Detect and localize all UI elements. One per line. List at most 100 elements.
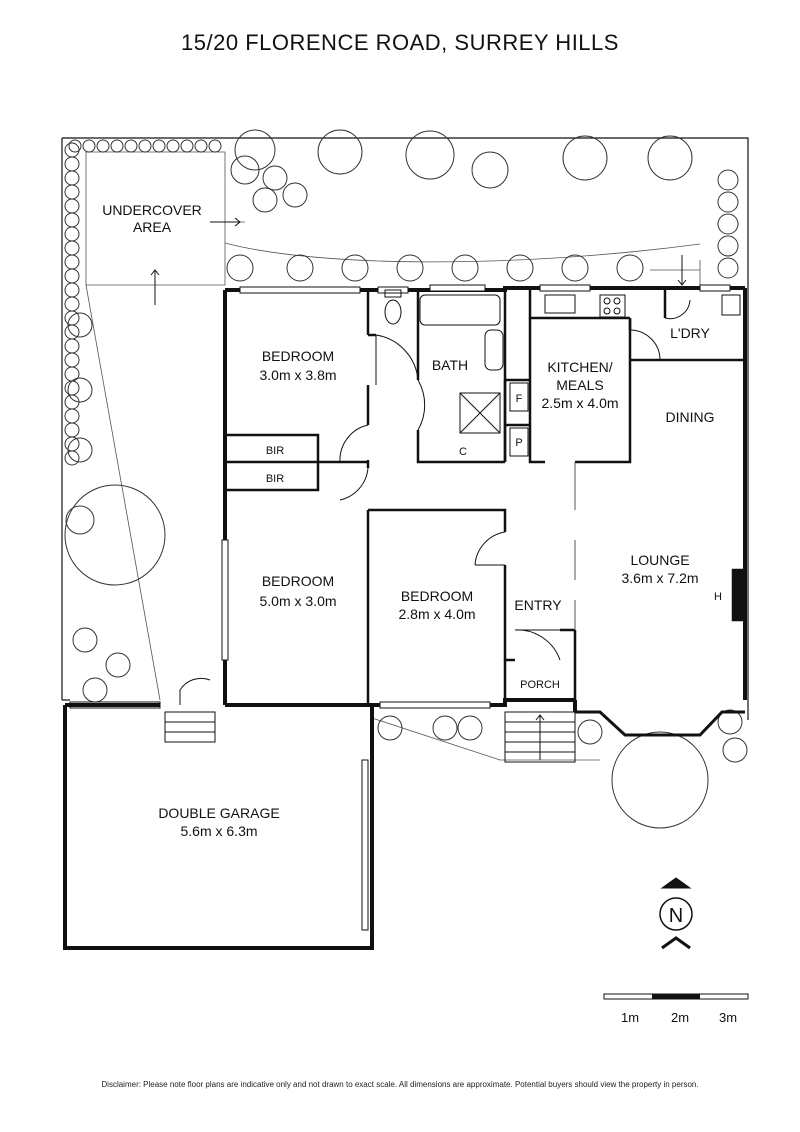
shrub bbox=[64, 380, 80, 396]
laundry-label: L'DRY bbox=[670, 325, 710, 341]
tree bbox=[647, 135, 693, 181]
shrub bbox=[124, 139, 138, 153]
shrub bbox=[64, 156, 80, 172]
shrub bbox=[717, 213, 739, 235]
shrub bbox=[64, 142, 80, 158]
shrub bbox=[717, 235, 739, 257]
tree bbox=[506, 254, 534, 282]
laundry-tub bbox=[721, 294, 741, 316]
tree bbox=[561, 254, 589, 282]
shrub bbox=[64, 212, 80, 228]
tree bbox=[611, 731, 709, 829]
toilet bbox=[384, 299, 402, 325]
bedroom1-name: BEDROOM bbox=[262, 348, 334, 364]
bedroom2-size: 5.0m x 3.0m bbox=[259, 593, 336, 609]
tree bbox=[67, 377, 93, 403]
tree bbox=[722, 737, 748, 763]
lounge-name: LOUNGE bbox=[630, 552, 689, 568]
compass: N bbox=[659, 877, 693, 950]
tree bbox=[286, 254, 314, 282]
shrub bbox=[64, 268, 80, 284]
shrub bbox=[64, 198, 80, 214]
interior-walls bbox=[225, 288, 747, 705]
tree bbox=[577, 719, 603, 745]
shrub bbox=[64, 226, 80, 242]
shrub bbox=[82, 139, 96, 153]
tree bbox=[405, 130, 455, 180]
tree bbox=[341, 254, 369, 282]
tree bbox=[67, 312, 93, 338]
shrub bbox=[96, 139, 110, 153]
shrub bbox=[64, 240, 80, 256]
compass-north-label: N bbox=[669, 905, 683, 927]
tree bbox=[230, 155, 260, 185]
tree bbox=[226, 254, 254, 282]
undercover-label-2: AREA bbox=[133, 219, 172, 235]
tree bbox=[234, 129, 276, 171]
undercover-label-1: UNDERCOVER bbox=[102, 202, 202, 218]
garage-door bbox=[361, 759, 369, 931]
porch-steps bbox=[164, 711, 576, 763]
shrub bbox=[208, 139, 222, 153]
scale-1m: 1m bbox=[621, 1010, 639, 1025]
disclaimer: Disclaimer: Please note floor plans are … bbox=[101, 1080, 699, 1089]
shrub-row-left bbox=[64, 139, 222, 466]
bathtub bbox=[419, 294, 501, 326]
fixtures bbox=[384, 289, 741, 457]
shrub-row-right bbox=[717, 169, 739, 279]
fridge-label: F bbox=[516, 393, 523, 405]
tree bbox=[377, 715, 403, 741]
kitchen-name1: KITCHEN/ bbox=[547, 359, 612, 375]
bedroom2-name: BEDROOM bbox=[262, 573, 334, 589]
shrub bbox=[194, 139, 208, 153]
room-labels: UNDERCOVER AREA BEDROOM 3.0m x 3.8m BATH… bbox=[102, 202, 722, 839]
shrub bbox=[152, 139, 166, 153]
shrub bbox=[64, 436, 80, 452]
bedroom3-size: 2.8m x 4.0m bbox=[398, 606, 475, 622]
cooktop bbox=[599, 294, 626, 318]
shrub bbox=[64, 282, 80, 298]
shrub bbox=[68, 139, 82, 153]
shrub bbox=[717, 257, 739, 279]
tree bbox=[451, 254, 479, 282]
shrub bbox=[64, 296, 80, 312]
entry-label: ENTRY bbox=[514, 597, 562, 613]
vanity bbox=[484, 329, 504, 371]
tree bbox=[82, 677, 108, 703]
shrub bbox=[64, 352, 80, 368]
shrub bbox=[166, 139, 180, 153]
tree bbox=[252, 187, 278, 213]
scale-2m: 2m bbox=[671, 1010, 689, 1025]
garage-size: 5.6m x 6.3m bbox=[180, 823, 257, 839]
heater-label: H bbox=[714, 591, 722, 603]
tree bbox=[282, 182, 308, 208]
sink bbox=[544, 294, 576, 314]
shrub bbox=[64, 184, 80, 200]
bedroom1-size: 3.0m x 3.8m bbox=[259, 367, 336, 383]
plan-title: 15/20 FLORENCE ROAD, SURREY HILLS bbox=[181, 30, 619, 55]
tree bbox=[72, 627, 98, 653]
door-swings bbox=[179, 299, 691, 705]
shrub bbox=[64, 408, 80, 424]
tree bbox=[471, 151, 509, 189]
shrub bbox=[64, 422, 80, 438]
shrub bbox=[717, 191, 739, 213]
tree bbox=[65, 505, 95, 535]
shrub bbox=[717, 169, 739, 191]
bir2-label: BIR bbox=[266, 473, 284, 485]
tree bbox=[105, 652, 131, 678]
garden-lines bbox=[85, 151, 701, 761]
shrub bbox=[110, 139, 124, 153]
bay-window bbox=[575, 710, 745, 737]
fridge-space bbox=[509, 382, 529, 412]
shower bbox=[459, 392, 501, 434]
tree bbox=[67, 437, 93, 463]
tree bbox=[317, 129, 363, 175]
tree bbox=[64, 484, 166, 586]
site-boundary bbox=[61, 137, 749, 720]
shrub bbox=[180, 139, 194, 153]
tree bbox=[457, 715, 483, 741]
porch-label: PORCH bbox=[520, 679, 560, 691]
scale-bar: 1m 2m 3m bbox=[603, 993, 749, 1025]
tree bbox=[616, 254, 644, 282]
